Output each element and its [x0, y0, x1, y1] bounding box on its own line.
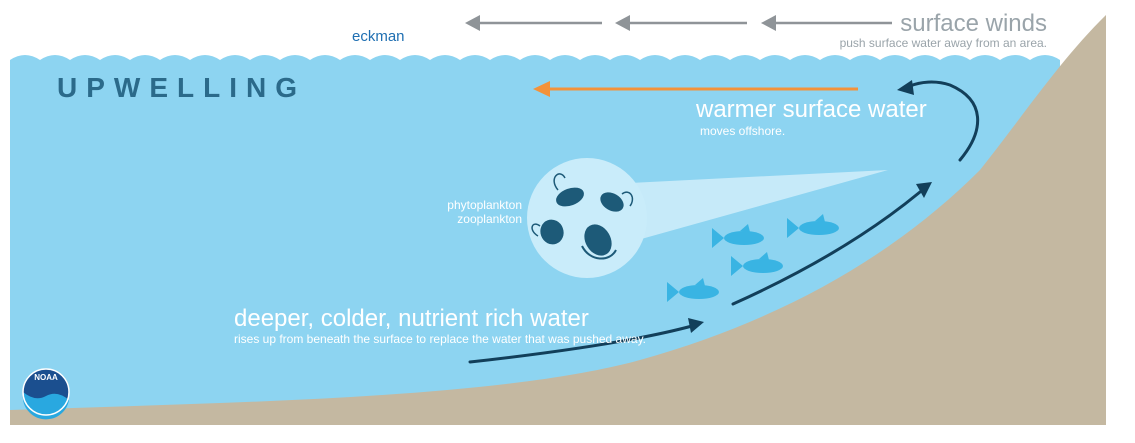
- fish-2: [787, 214, 839, 238]
- upwelling-current-arrows: [468, 80, 980, 364]
- noaa-logo-text: NOAA: [34, 373, 58, 382]
- noaa-logo: [22, 368, 70, 420]
- current-arrow-1: [468, 324, 694, 364]
- zooplankton-label: zooplankton: [457, 212, 522, 226]
- warmer-water-subtext: moves offshore.: [700, 124, 786, 138]
- plankton-circle: [527, 158, 647, 278]
- fish-1: [712, 224, 764, 248]
- wind-arrow-2-head: [615, 15, 630, 31]
- warmer-water-heading: warmer surface water: [696, 96, 927, 123]
- current-arrow-2: [731, 190, 922, 306]
- fish-4: [667, 278, 719, 302]
- wind-arrow-3-head: [761, 15, 776, 31]
- magnifier-beam: [590, 170, 888, 245]
- plankton-icons: [531, 173, 634, 260]
- wind-arrow-1-head: [465, 15, 480, 31]
- fish-school: [667, 214, 839, 302]
- deep-water-subtext: rises up from beneath the surface to rep…: [234, 332, 647, 346]
- eckman-label: eckman: [352, 28, 405, 45]
- shoreline-seafloor: [10, 15, 1106, 425]
- current-arrow-3: [908, 80, 980, 162]
- diagram-title: UPWELLING: [57, 72, 306, 103]
- offshore-arrow: [533, 81, 858, 97]
- deep-water-heading: deeper, colder, nutrient rich water: [234, 305, 589, 332]
- phytoplankton-label: phytoplankton: [447, 198, 522, 212]
- fish-3: [731, 252, 783, 276]
- surface-winds-heading: surface winds: [900, 10, 1047, 37]
- surface-winds-subtext: push surface water away from an area.: [839, 36, 1047, 50]
- surface-wind-arrows: [465, 15, 892, 31]
